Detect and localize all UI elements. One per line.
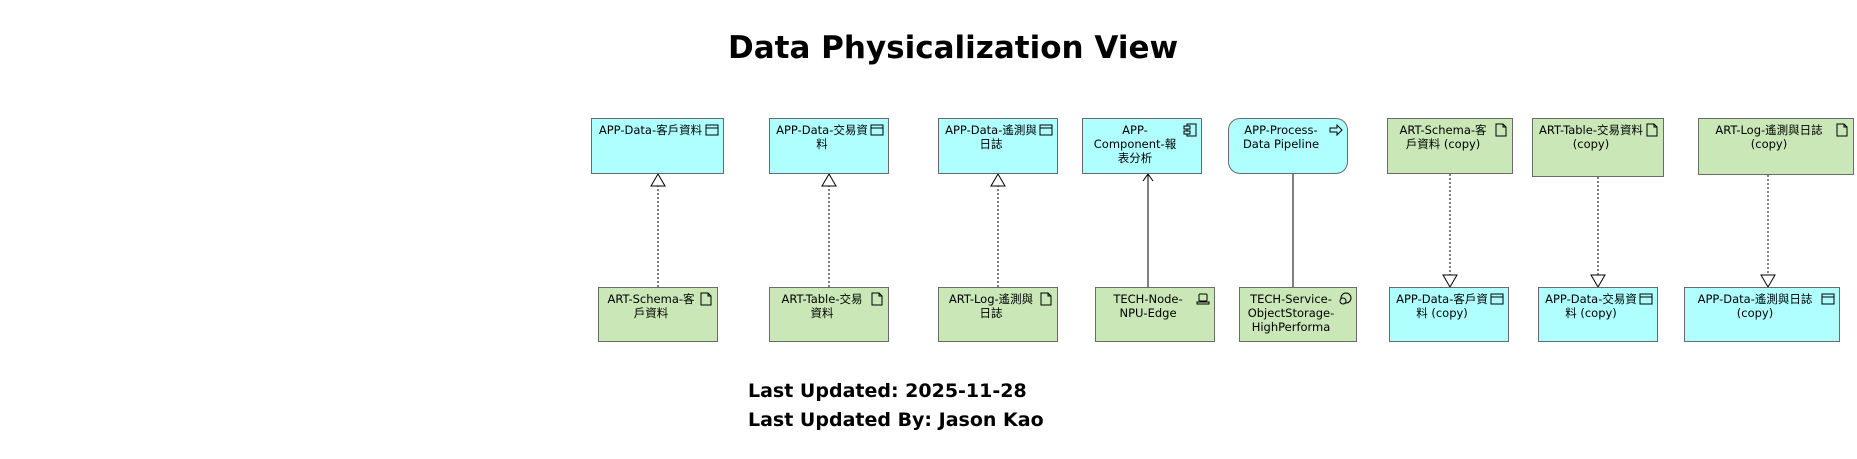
node-label: ART-Table-交易資料 xyxy=(781,292,863,320)
technology-service-icon xyxy=(1339,292,1352,305)
data-object-icon xyxy=(1490,293,1504,305)
node-app-component-report[interactable]: APP-Component-報表分析 xyxy=(1082,118,1202,174)
realization-schema-customer xyxy=(650,173,666,287)
data-object-icon xyxy=(1039,124,1053,136)
diagram-title: Data Physicalization View xyxy=(728,30,1179,66)
node-app-data-transaction[interactable]: APP-Data-交易資料 xyxy=(769,118,889,174)
node-app-data-telemetry[interactable]: APP-Data-遙測與日誌 xyxy=(938,118,1058,174)
serving-node-component xyxy=(1142,173,1154,287)
node-art-log-copy[interactable]: ART-Log-遙測與日誌 (copy) xyxy=(1698,118,1854,175)
node-label: APP-Data-客戶資料 (copy) xyxy=(1396,292,1488,320)
node-app-data-transaction-copy[interactable]: APP-Data-交易資料 (copy) xyxy=(1538,287,1658,342)
process-icon xyxy=(1329,123,1343,137)
realization-log-telemetry xyxy=(990,173,1006,287)
last-updated-by: Last Updated By: Jason Kao xyxy=(748,409,1044,431)
node-app-process-pipeline[interactable]: APP-Process-Data Pipeline xyxy=(1228,118,1348,174)
node-art-schema-copy[interactable]: ART-Schema-客戶資料 (copy) xyxy=(1387,118,1513,174)
artifact-icon xyxy=(1495,123,1507,137)
last-updated-date: Last Updated: 2025-11-28 xyxy=(748,380,1027,402)
data-object-icon xyxy=(870,124,884,136)
data-object-icon xyxy=(1821,293,1835,305)
node-label: APP-Data-交易資料 xyxy=(776,123,868,151)
node-app-data-customer[interactable]: APP-Data-客戶資料 xyxy=(591,118,724,174)
realization-table-transaction xyxy=(821,173,837,287)
realization-log-copy xyxy=(1760,175,1776,288)
node-app-data-customer-copy[interactable]: APP-Data-客戶資料 (copy) xyxy=(1389,287,1509,342)
node-label: ART-Schema-客戶資料 xyxy=(607,292,695,320)
realization-table-copy xyxy=(1590,177,1606,288)
node-label: ART-Log-遙測與日誌 (copy) xyxy=(1715,123,1823,151)
node-label: APP-Data-遙測與日誌 (copy) xyxy=(1697,292,1813,320)
node-label: TECH-Node-NPU-Edge xyxy=(1113,292,1183,320)
component-icon xyxy=(1183,123,1197,137)
data-object-icon xyxy=(705,124,719,136)
artifact-icon xyxy=(1646,123,1658,137)
artifact-icon xyxy=(871,292,883,306)
artifact-icon xyxy=(1040,292,1052,306)
node-label: APP-Process-Data Pipeline xyxy=(1242,123,1320,151)
node-label: APP-Component-報表分析 xyxy=(1093,123,1177,165)
node-label: ART-Log-遙測與日誌 xyxy=(948,292,1034,320)
data-object-icon xyxy=(1639,293,1653,305)
artifact-icon xyxy=(1836,123,1848,137)
node-label: ART-Schema-客戶資料 (copy) xyxy=(1399,123,1487,151)
artifact-icon xyxy=(700,292,712,306)
node-tech-service-object-storage[interactable]: TECH-Service-ObjectStorage-HighPerforma xyxy=(1239,287,1357,342)
node-label: ART-Table-交易資料 (copy) xyxy=(1539,123,1643,151)
realization-schema-copy xyxy=(1442,174,1458,288)
node-art-log-telemetry[interactable]: ART-Log-遙測與日誌 xyxy=(938,287,1058,342)
node-art-table-transaction[interactable]: ART-Table-交易資料 xyxy=(769,287,889,342)
node-art-table-copy[interactable]: ART-Table-交易資料 (copy) xyxy=(1532,118,1664,177)
node-app-data-telemetry-copy[interactable]: APP-Data-遙測與日誌 (copy) xyxy=(1684,287,1840,342)
node-tech-node-npu-edge[interactable]: TECH-Node-NPU-Edge xyxy=(1095,287,1215,342)
node-label: APP-Data-交易資料 (copy) xyxy=(1545,292,1637,320)
node-label: APP-Data-客戶資料 xyxy=(598,123,703,137)
device-icon xyxy=(1196,293,1210,305)
node-art-schema-customer[interactable]: ART-Schema-客戶資料 xyxy=(598,287,718,342)
node-label: APP-Data-遙測與日誌 xyxy=(945,123,1037,151)
node-label: TECH-Service-ObjectStorage-HighPerforma xyxy=(1247,292,1335,334)
